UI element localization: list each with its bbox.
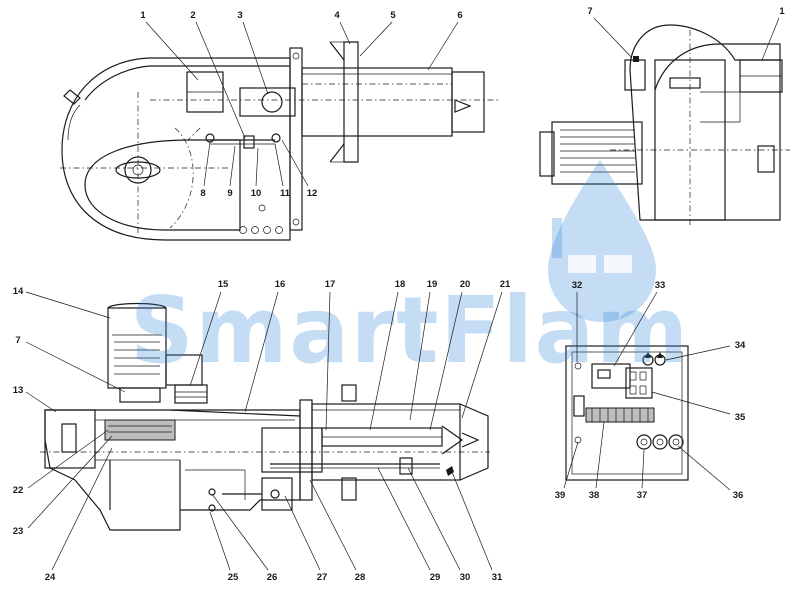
- water-drop-icon: [548, 160, 656, 322]
- watermark-text: SmartFlam: [130, 277, 690, 384]
- callouts: 1 2 3 4 5 6 8 9 10 11 12 7 1 14 15 16 17: [13, 6, 786, 583]
- callout-label: 23: [13, 526, 24, 537]
- callout-label: 19: [427, 279, 438, 290]
- callout-label: 30: [460, 572, 471, 583]
- watermark-logo: SmartFlam: [130, 160, 690, 384]
- front-view: [539, 24, 790, 225]
- callout-label: 13: [13, 385, 24, 396]
- callout-label: 37: [637, 490, 648, 501]
- callout-label: 1: [779, 6, 785, 17]
- callout-label: 14: [13, 286, 24, 297]
- callout-label: 2: [190, 10, 195, 21]
- callout-label: 4: [334, 10, 340, 21]
- callout-label: 39: [555, 490, 566, 501]
- side-view: [60, 41, 500, 241]
- callout-label: 32: [572, 280, 583, 291]
- callout-label: 35: [735, 412, 746, 423]
- panel-view: [565, 345, 689, 481]
- callout-label: 7: [15, 335, 20, 346]
- callout-label: 9: [227, 188, 232, 199]
- callout-label: 34: [735, 340, 746, 351]
- callout-label: 16: [275, 279, 286, 290]
- callout-label: 27: [317, 572, 328, 583]
- callout-label: 6: [457, 10, 462, 21]
- callout-label: 20: [460, 279, 471, 290]
- callout-label: 38: [589, 490, 600, 501]
- callout-label: 15: [218, 279, 229, 290]
- callout-label: 24: [45, 572, 56, 583]
- section-view: [40, 302, 490, 531]
- callout-label: 3: [237, 10, 242, 21]
- callout-label: 22: [13, 485, 24, 496]
- callout-label: 11: [280, 188, 291, 199]
- callout-label: 1: [140, 10, 146, 21]
- callout-label: 26: [267, 572, 278, 583]
- callout-label: 21: [500, 279, 511, 290]
- callout-label: 36: [733, 490, 744, 501]
- callout-label: 8: [200, 188, 205, 199]
- callout-label: 17: [325, 279, 336, 290]
- callout-label: 25: [228, 572, 239, 583]
- callout-label: 31: [492, 572, 503, 583]
- callout-label: 18: [395, 279, 406, 290]
- callout-label: 33: [655, 280, 666, 291]
- callout-label: 5: [390, 10, 396, 21]
- callout-label: 12: [307, 188, 318, 199]
- callout-label: 28: [355, 572, 366, 583]
- callout-label: 7: [587, 6, 592, 17]
- callout-label: 29: [430, 572, 441, 583]
- callout-label: 10: [251, 188, 262, 199]
